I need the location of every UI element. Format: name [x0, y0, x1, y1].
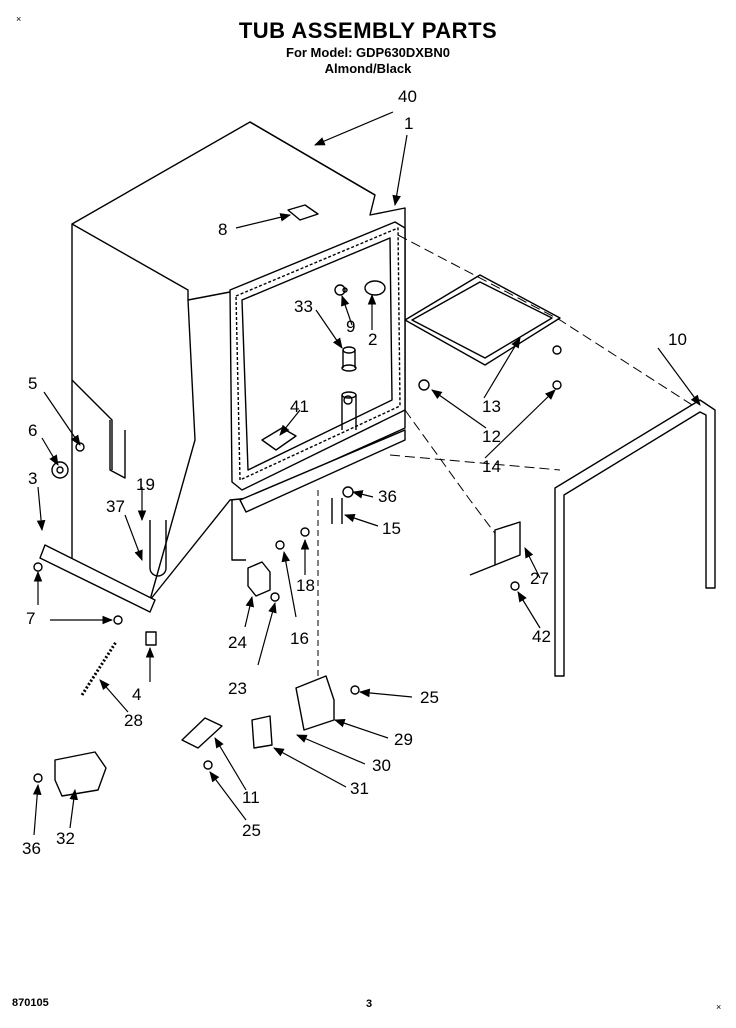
model-line: For Model: GDP630DXBN0	[286, 45, 450, 60]
plate-31	[251, 715, 273, 749]
callout-3: 3	[28, 469, 38, 488]
hinge-16	[54, 751, 107, 797]
color-line: Almond/Black	[324, 61, 412, 76]
corner-mark-top-left: ×	[16, 14, 22, 24]
drain-hose-u	[149, 520, 167, 577]
callout-41: 41	[290, 397, 309, 416]
callout-7: 7	[26, 609, 36, 628]
callout-2: 2	[368, 330, 378, 349]
link-11	[181, 717, 223, 749]
leveling-leg	[145, 631, 157, 646]
tub-right-top	[249, 121, 376, 196]
dash-line-mid	[389, 454, 561, 471]
rack-frame	[404, 274, 561, 366]
callout-12: 12	[482, 427, 501, 446]
diverter	[364, 280, 386, 296]
tub-door-frame-inner	[241, 237, 393, 471]
callout-33: 36	[378, 487, 397, 506]
dash-line-rack	[397, 234, 701, 411]
callout-31: 31	[350, 779, 369, 798]
tub-front-sill	[239, 429, 406, 513]
callout-36: 36	[22, 839, 41, 858]
dash-line-lower	[404, 409, 501, 541]
callout-11: 11	[242, 788, 260, 807]
spring-28	[80, 641, 118, 696]
footer-part-number: 870105	[12, 997, 49, 1009]
side-rail-outer	[554, 399, 716, 677]
callout-15: 15	[382, 519, 401, 538]
callout-37: 37	[106, 497, 125, 516]
callout-16: 32	[56, 829, 75, 848]
callout-29: 29	[394, 730, 413, 749]
switch-24	[247, 561, 271, 597]
callout-25-bottom: 25	[242, 821, 261, 840]
callout-20: 19	[136, 475, 155, 494]
callout-18: 16	[290, 629, 309, 648]
callout-5: 5	[28, 374, 38, 393]
callout-42: 42	[532, 627, 551, 646]
callout-23: 23	[228, 679, 247, 698]
callout-13: 13	[482, 397, 501, 416]
callout-25-top: 25	[420, 688, 439, 707]
sump-cylinder-top	[341, 391, 357, 399]
callout-19: 18	[296, 576, 315, 595]
callout-10: 10	[668, 330, 687, 349]
callout-14: 14	[482, 457, 501, 476]
callout-6: 6	[28, 421, 38, 440]
page-title: TUB ASSEMBLY PARTS	[238, 18, 498, 43]
top-bracket	[287, 204, 319, 221]
spray-tower	[342, 350, 356, 368]
sump-cylinder	[341, 395, 357, 430]
footer-page-number: 3	[366, 998, 373, 1010]
callout-24: 24	[228, 633, 247, 652]
callout-1: 1	[404, 114, 414, 133]
bracket-27	[469, 521, 521, 576]
callout-30: 30	[372, 756, 391, 775]
corner-mark-bottom-right: ×	[716, 1002, 722, 1012]
callout-27: 27	[530, 569, 549, 588]
hinge-assembly-29	[295, 675, 335, 731]
tub-left-bottom	[71, 379, 113, 470]
callout-28: 28	[124, 711, 143, 730]
callout-32: 33	[294, 297, 313, 316]
toe-plate-bracket	[39, 544, 156, 613]
callout-4: 4	[132, 685, 142, 704]
tub-side-divider	[149, 299, 196, 601]
callout-8: 8	[218, 220, 228, 239]
left-side-channel	[109, 420, 126, 479]
tub-base-front	[231, 500, 246, 561]
callout-40: 40	[398, 87, 417, 106]
callout-9: 9	[346, 317, 356, 336]
tub-door-gasket	[235, 227, 401, 481]
